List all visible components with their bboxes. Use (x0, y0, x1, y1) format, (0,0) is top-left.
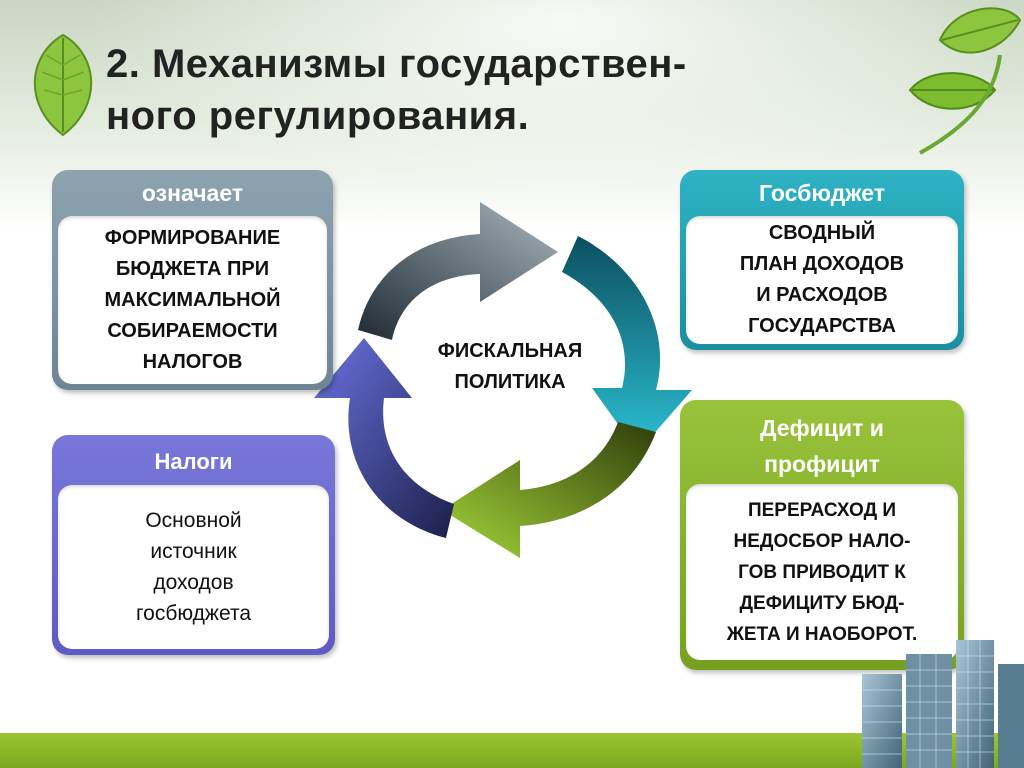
box-oznachaet-line: СОБИРАЕМОСТИ (107, 319, 278, 342)
box-deficit-line: ГОВ ПРИВОДИТ К (738, 561, 906, 583)
page-title: 2. Механизмы государствен- ного регулиро… (106, 38, 906, 142)
box-deficit: Дефицит и профицит ПЕРЕРАСХОД И НЕДОСБОР… (680, 400, 964, 670)
box-deficit-body: ПЕРЕРАСХОД И НЕДОСБОР НАЛО- ГОВ ПРИВОДИТ… (686, 484, 958, 660)
leaf-left-icon (33, 33, 93, 137)
box-deficit-line: НЕДОСБОР НАЛО- (733, 530, 911, 552)
box-gosbudget-line: ГОСУДАРСТВА (748, 315, 896, 337)
box-gosbudget-line: СВОДНЫЙ (768, 222, 876, 244)
box-oznachaet-line: МАКСИМАЛЬНОЙ (104, 288, 281, 311)
box-nalogi-line: доходов (153, 571, 234, 594)
box-deficit-line: ПЕРЕРАСХОД И (747, 499, 897, 521)
box-nalogi: Налоги Основной источник доходов госбюдж… (52, 435, 335, 655)
box-gosbudget-heading: Госбюджет (758, 180, 886, 206)
center-label: ФИСКАЛЬНАЯ ПОЛИТИКА (395, 336, 625, 398)
bottom-bar (0, 733, 1024, 768)
box-oznachaet: означает ФОРМИРОВАНИЕ БЮДЖЕТА ПРИ МАКСИМ… (52, 170, 333, 390)
box-nalogi-line: источник (150, 540, 237, 563)
cycle-arrows-diagram (314, 202, 692, 558)
box-nalogi-line: госбюджета (135, 602, 252, 625)
box-oznachaet-line: НАЛОГОВ (142, 350, 243, 373)
leaf-right-mid-icon (908, 55, 1002, 155)
box-oznachaet-line: БЮДЖЕТА ПРИ (115, 257, 270, 280)
arrow-teal (562, 236, 692, 452)
box-nalogi-body: Основной источник доходов госбюджета (58, 485, 329, 649)
box-deficit-line: ЖЕТА И НАОБОРОТ. (726, 623, 918, 645)
box-deficit-line: ДЕФИЦИТУ БЮД- (739, 592, 905, 614)
box-deficit-heading-line: Дефицит и (760, 415, 884, 441)
title-line-2: ного регулирования. (106, 94, 530, 138)
box-gosbudget-line: И РАСХОДОВ (756, 284, 888, 306)
box-gosbudget-line: ПЛАН ДОХОДОВ (739, 253, 905, 275)
box-nalogi-heading: Налоги (154, 449, 233, 474)
box-oznachaet-heading: означает (141, 180, 244, 206)
box-oznachaet-line: ФОРМИРОВАНИЕ (104, 226, 281, 249)
box-gosbudget: Госбюджет СВОДНЫЙ ПЛАН ДОХОДОВ И РАСХОДО… (680, 170, 964, 350)
box-deficit-heading-line: профицит (764, 451, 880, 477)
center-line-1: ФИСКАЛЬНАЯ (437, 340, 583, 362)
box-nalogi-line: Основной (145, 509, 242, 532)
box-deficit-heading: Дефицит и профицит (680, 410, 964, 482)
box-gosbudget-body: СВОДНЫЙ ПЛАН ДОХОДОВ И РАСХОДОВ ГОСУДАРС… (686, 216, 958, 344)
leaf-right-top-icon (938, 7, 1022, 54)
center-line-2: ПОЛИТИКА (454, 371, 566, 393)
buildings-icon (862, 640, 1024, 768)
box-oznachaet-body: ФОРМИРОВАНИЕ БЮДЖЕТА ПРИ МАКСИМАЛЬНОЙ СО… (58, 216, 327, 384)
arrow-green (442, 422, 656, 558)
arrow-gray (358, 202, 558, 340)
title-line-1: 2. Механизмы государствен- (106, 42, 687, 86)
arrow-blue (314, 338, 454, 538)
